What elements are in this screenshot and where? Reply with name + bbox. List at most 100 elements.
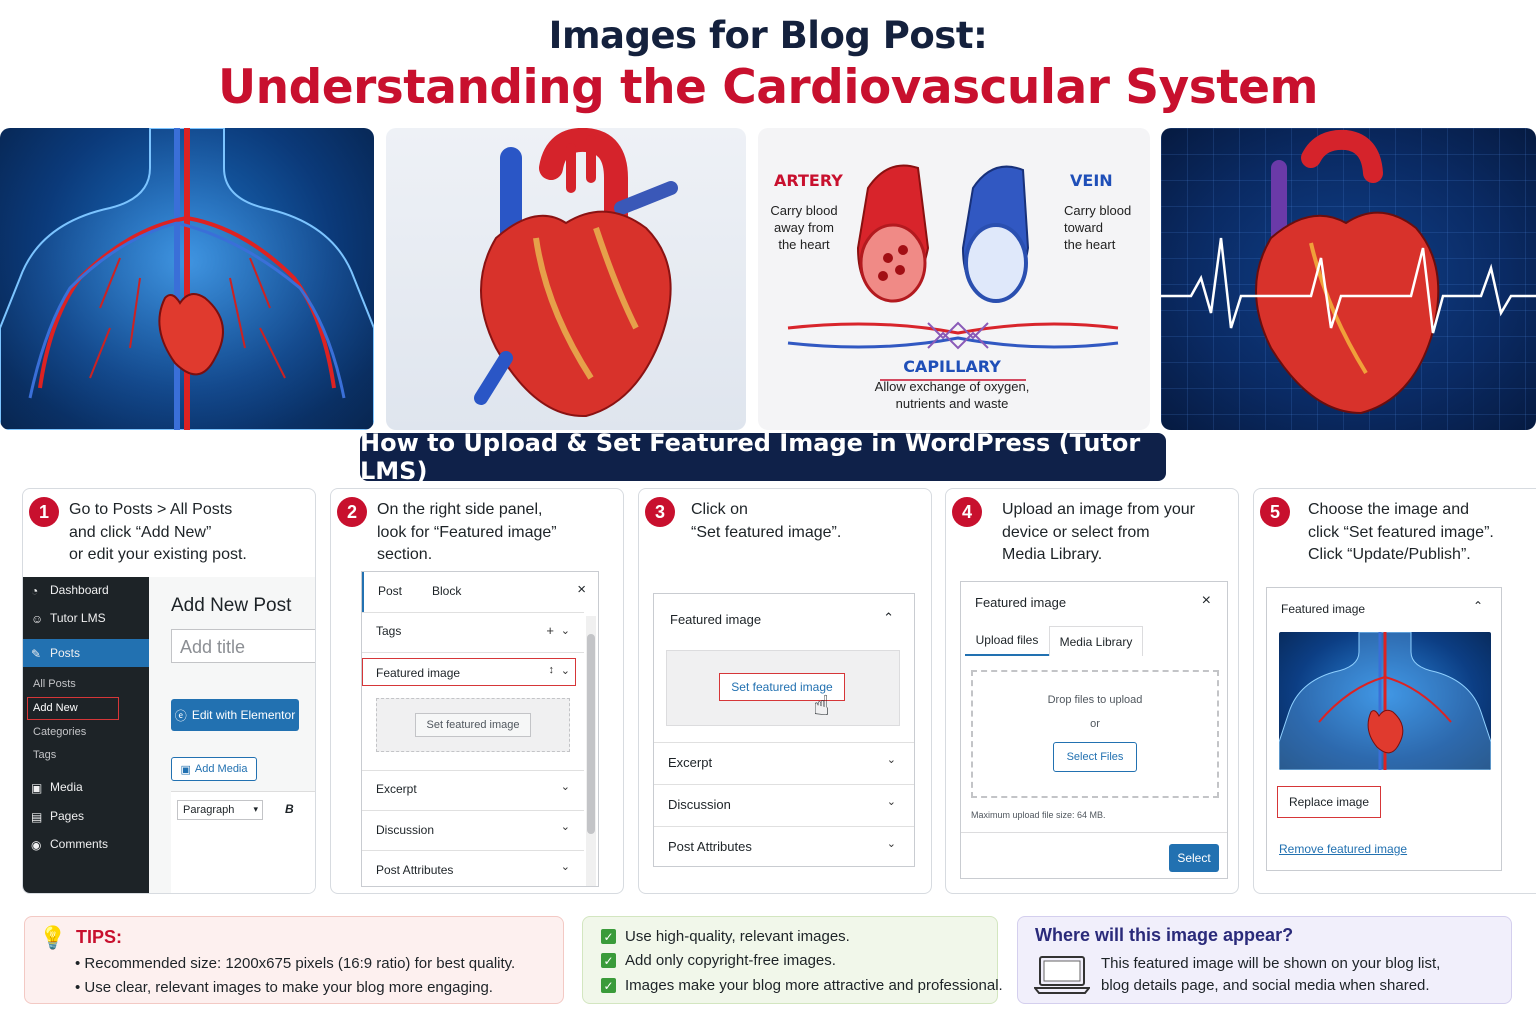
chevron-down-icon: ⌄ xyxy=(560,625,570,637)
chevron-down-icon: ▾ xyxy=(253,804,258,814)
artery-label: ARTERY xyxy=(774,171,843,190)
tips-box: 💡 TIPS: • Recommended size: 1200x675 pix… xyxy=(24,916,564,1004)
submenu-categories[interactable]: Categories xyxy=(33,726,87,738)
step-3-number: 3 xyxy=(645,497,675,527)
step-4-number: 4 xyxy=(952,497,982,527)
row-post-attributes[interactable]: Post Attributes⌄ xyxy=(654,826,914,868)
menu-posts-label: ✎Posts xyxy=(31,646,81,661)
chevron-up-icon[interactable]: ⌃ xyxy=(883,610,894,625)
drop-zone[interactable]: Drop files to upload or Select Files xyxy=(971,670,1219,798)
tab-media-library[interactable]: Media Library xyxy=(1049,626,1143,656)
set-featured-image-button[interactable]: Set featured image xyxy=(415,713,531,737)
close-icon[interactable]: × xyxy=(577,581,586,598)
submenu-tags[interactable]: Tags xyxy=(33,749,57,761)
laptop-icon xyxy=(1032,955,1092,1000)
row-excerpt[interactable]: Excerpt⌄ xyxy=(362,770,584,810)
featured-image-heading: Featured image xyxy=(670,612,762,627)
where-appear-box: Where will this image appear? This featu… xyxy=(1017,916,1512,1004)
chevron-down-icon: ⌄ xyxy=(886,838,896,850)
editor-content[interactable]: Paragraph▾ B xyxy=(171,791,315,893)
row-tags[interactable]: Tags+⌄ xyxy=(362,612,584,652)
body-circulation-image xyxy=(0,128,374,430)
menu-tutor-lms[interactable]: ☺Tutor LMS xyxy=(31,611,106,626)
row-discussion[interactable]: Discussion⌄ xyxy=(654,784,914,826)
sort-icon: ↕ xyxy=(548,664,555,676)
row-discussion[interactable]: Discussion⌄ xyxy=(362,810,584,850)
step-2-number: 2 xyxy=(337,497,367,527)
featured-image-heading: Featured image xyxy=(1281,602,1366,616)
drop-files-text: Drop files to upload xyxy=(1047,694,1143,706)
anatomical-heart-image xyxy=(386,128,746,430)
checkmark-icon: ✓ xyxy=(601,978,616,993)
capillary-label: CAPILLARY xyxy=(903,357,1001,376)
chevron-up-icon[interactable]: ⌃ xyxy=(1472,599,1483,613)
select-files-button[interactable]: Select Files xyxy=(1053,742,1137,772)
step-3-text: Click on“Set featured image”. xyxy=(691,501,842,541)
media-icon: ▣ xyxy=(180,763,191,776)
set-featured-image-button[interactable]: Set featured image xyxy=(719,673,845,701)
tab-upload-files[interactable]: Upload files xyxy=(965,626,1049,656)
featured-image-panel: Featured image ⌃ Set featured image ☝ Ex… xyxy=(653,593,915,867)
where-heading: Where will this image appear? xyxy=(1035,925,1294,945)
pin-icon: ✎ xyxy=(31,646,42,661)
chevron-down-icon: ⌄ xyxy=(560,821,570,833)
media-icon: ▣ xyxy=(31,780,43,795)
step-1-number: 1 xyxy=(29,497,59,527)
comments-icon: ◉ xyxy=(31,837,42,852)
step-2-text: On the right side panel,look for “Featur… xyxy=(377,501,557,563)
heart-pulse-image xyxy=(1161,128,1536,430)
scrollbar[interactable] xyxy=(586,616,596,886)
remove-featured-image-link[interactable]: Remove featured image xyxy=(1279,842,1408,856)
add-media-button[interactable]: ▣Add Media xyxy=(171,757,257,781)
where-line-2: blog details page, and social media when… xyxy=(1101,977,1430,994)
instructions-banner: How to Upload & Set Featured Image in Wo… xyxy=(360,429,1166,485)
hand-cursor-icon: ☝ xyxy=(813,690,831,721)
paragraph-select[interactable]: Paragraph▾ xyxy=(177,800,263,820)
submenu-add-new[interactable]: Add New xyxy=(33,702,78,714)
featured-image-placeholder: Set featured image ☝ xyxy=(666,650,900,726)
page-title-line1: Images for Blog Post: xyxy=(548,14,988,57)
step-2-card: 2 On the right side panel,look for “Feat… xyxy=(330,488,624,894)
highlight-add-new xyxy=(27,697,119,720)
vein-label: VEIN xyxy=(1070,171,1113,190)
or-text: or xyxy=(1090,718,1100,730)
replace-image-button[interactable]: Replace image xyxy=(1277,786,1381,818)
chevron-down-icon: ⌄ xyxy=(886,796,896,808)
add-new-post-heading: Add New Post xyxy=(171,595,292,616)
title-input[interactable]: Add title xyxy=(171,629,315,663)
menu-dashboard[interactable]: ◔Dashboard xyxy=(31,583,109,598)
featured-image-thumbnail[interactable] xyxy=(1279,632,1491,770)
bold-button[interactable]: B xyxy=(285,802,294,816)
chevron-down-icon: ⌄ xyxy=(560,665,570,677)
submenu-all-posts[interactable]: All Posts xyxy=(33,678,76,690)
menu-pages[interactable]: ▤Pages xyxy=(31,809,85,824)
step-3-card: 3 Click on“Set featured image”. Featured… xyxy=(638,488,932,894)
menu-media[interactable]: ▣Media xyxy=(31,780,83,795)
menu-posts[interactable] xyxy=(23,639,149,667)
plus-icon[interactable]: + xyxy=(546,623,554,638)
checkmark-icon: ✓ xyxy=(601,929,616,944)
modal-title: Featured image xyxy=(975,595,1067,610)
checklist-box: ✓ Use high-quality, relevant images. ✓ A… xyxy=(582,916,1003,1004)
checklist-item-2: Add only copyright-free images. xyxy=(625,952,836,969)
row-featured-image[interactable]: Featured image↕⌄ xyxy=(362,652,584,692)
tab-block[interactable]: Block xyxy=(432,584,462,598)
close-icon[interactable]: × xyxy=(1201,592,1211,609)
select-button[interactable]: Select xyxy=(1169,844,1219,872)
page-title-line2: Understanding the Cardiovascular System xyxy=(217,60,1319,115)
row-excerpt[interactable]: Excerpt⌄ xyxy=(654,742,914,784)
row-post-attributes[interactable]: Post Attributes⌄ xyxy=(362,850,584,888)
active-tab-indicator xyxy=(362,572,364,612)
checkmark-icon: ✓ xyxy=(601,953,616,968)
tab-post[interactable]: Post xyxy=(378,584,403,598)
menu-comments[interactable]: ◉Comments xyxy=(31,837,109,852)
